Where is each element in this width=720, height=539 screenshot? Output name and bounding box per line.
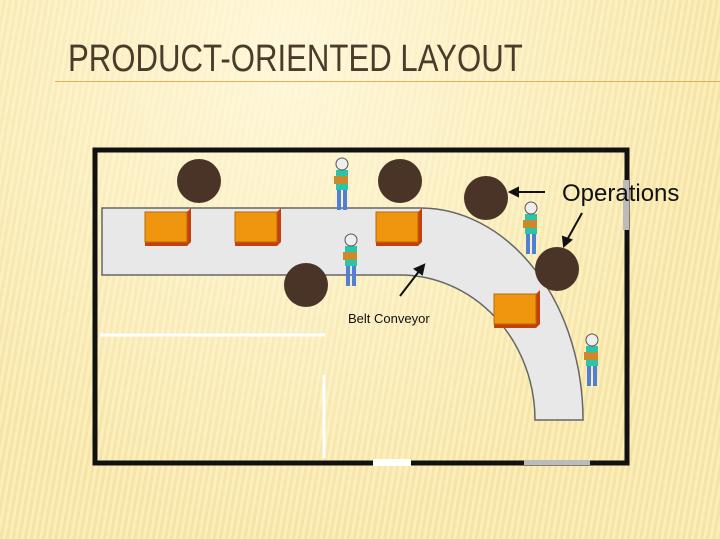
operation (535, 247, 579, 291)
product-box (493, 289, 541, 329)
operation-circles (177, 159, 579, 307)
floor-walls (92, 147, 630, 466)
door (373, 459, 411, 466)
product-box (375, 207, 423, 247)
operation (284, 263, 328, 307)
title-underline (55, 81, 720, 82)
window-right (623, 180, 629, 230)
slide-title: PRODUCT-ORIENTED LAYOUT (68, 38, 523, 80)
belt-conveyor (101, 207, 584, 421)
window-bottom (524, 460, 590, 465)
belt-conveyor-label: Belt Conveyor (348, 311, 430, 326)
worker (522, 201, 538, 255)
product-box (234, 207, 282, 247)
operation (378, 159, 422, 203)
product-box (144, 207, 192, 247)
worker (342, 233, 358, 287)
arrows (399, 186, 583, 297)
operation (177, 159, 221, 203)
worker (583, 333, 599, 387)
operation (464, 176, 508, 220)
worker (333, 157, 349, 211)
operations-label: Operations (562, 180, 680, 207)
